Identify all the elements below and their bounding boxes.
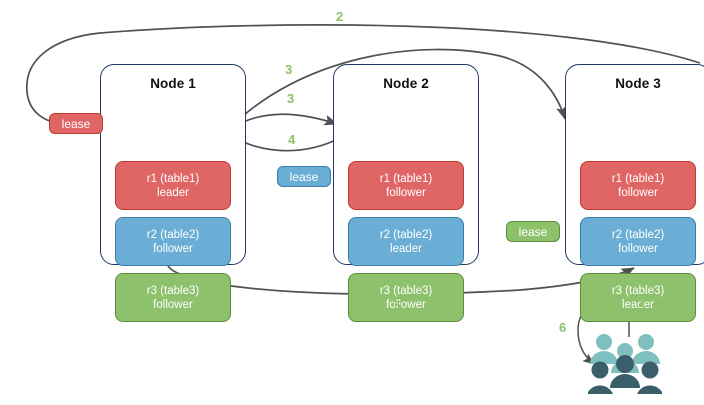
step-label-2: 2 <box>336 9 344 24</box>
replica-n3-r1[interactable]: r1 (table1) follower <box>580 161 696 210</box>
node-box-1[interactable]: Node 1 r1 (table1) leader r2 (table2) fo… <box>100 64 246 322</box>
replica-n1-r3[interactable]: r3 (table3) follower <box>115 273 231 322</box>
replica-name: r2 (table2) <box>379 228 433 241</box>
replica-role: follower <box>618 186 658 199</box>
replica-role: leader <box>390 242 422 255</box>
replica-role: follower <box>153 242 193 255</box>
replica-role: follower <box>618 242 658 255</box>
replica-n1-r2[interactable]: r2 (table2) follower <box>115 217 231 266</box>
replica-n2-r2[interactable]: r2 (table2) leader <box>348 217 464 266</box>
replica-name: r1 (table1) <box>146 172 200 185</box>
lease-badge-red[interactable]: lease <box>49 113 103 134</box>
step-label-1: 1 <box>638 295 646 310</box>
replica-role: follower <box>386 186 426 199</box>
step-label-3b: 3 <box>287 91 295 106</box>
replica-role: follower <box>386 298 426 311</box>
replica-name: r3 (table3) <box>611 284 665 297</box>
replica-n2-r3[interactable]: r3 (table3) follower <box>348 273 464 322</box>
replica-role: leader <box>622 298 654 311</box>
replica-name: r3 (table3) <box>146 284 200 297</box>
step-label-6: 6 <box>559 320 567 335</box>
replica-name: r1 (table1) <box>379 172 433 185</box>
replica-name: r1 (table1) <box>611 172 665 185</box>
node-box-3[interactable]: Node 3 r1 (table1) follower r2 (table2) … <box>565 64 704 322</box>
replica-name: r3 (table3) <box>379 284 433 297</box>
replica-name: r2 (table2) <box>611 228 665 241</box>
lease-badge-green[interactable]: lease <box>506 221 560 242</box>
lease-label: lease <box>61 116 91 131</box>
arrow-step-4 <box>231 135 341 152</box>
replica-role: follower <box>153 298 193 311</box>
replica-n3-r2[interactable]: r2 (table2) follower <box>580 217 696 266</box>
replica-n3-r3[interactable]: r3 (table3) leader <box>580 273 696 322</box>
replica-n1-r1[interactable]: r1 (table1) leader <box>115 161 231 210</box>
node-title-3: Node 3 <box>615 76 661 91</box>
step-label-3a: 3 <box>285 62 293 77</box>
node-title-1: Node 1 <box>150 76 196 91</box>
lease-badge-blue[interactable]: lease <box>277 166 331 187</box>
lease-label: lease <box>289 169 319 184</box>
lease-label: lease <box>518 224 548 239</box>
replica-n2-r1[interactable]: r1 (table1) follower <box>348 161 464 210</box>
step-label-5: 5 <box>394 298 402 313</box>
node-box-2[interactable]: Node 2 r1 (table1) follower r2 (table2) … <box>333 64 479 322</box>
replica-name: r2 (table2) <box>146 228 200 241</box>
users-group-icon <box>587 332 663 394</box>
node-title-2: Node 2 <box>383 76 429 91</box>
step-label-4: 4 <box>288 132 296 147</box>
replica-role: leader <box>157 186 189 199</box>
